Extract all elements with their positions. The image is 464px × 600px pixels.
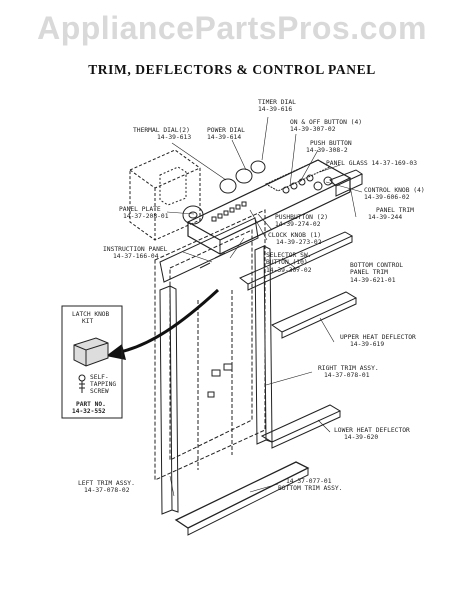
panel-glass-strip xyxy=(264,159,332,192)
label-selector-sw-button: SELECTOR SW. BUTTON (10) 14-39-307-02 xyxy=(266,252,312,274)
thermal-dial-2 xyxy=(235,168,253,184)
page-title: TRIM, DEFLECTORS & CONTROL PANEL xyxy=(88,62,376,77)
label-right-trim: RIGHT TRIM ASSY. 14-37-078-01 xyxy=(318,365,379,380)
inset-screw-label: SELF- TAPPING SCREW xyxy=(90,374,117,396)
watermark: AppliancePartsPros.com xyxy=(37,10,427,46)
timer-dial xyxy=(182,205,204,225)
label-timer-dial: TIMER DIAL 14-39-616 xyxy=(258,99,296,114)
left-trim xyxy=(159,285,173,515)
label-push-button: PUSH BUTTON 14-39-308-2 xyxy=(306,140,352,155)
upper-heat-deflector xyxy=(270,291,358,333)
inset-title: LATCH KNOB KIT xyxy=(72,311,110,326)
leader-lines xyxy=(166,116,363,497)
thermal-dial-1 xyxy=(219,178,237,194)
label-panel-glass: PANEL GLASS 14-37-169-03 xyxy=(326,160,417,167)
label-left-trim: LEFT TRIM ASSY. 14-37-078-02 xyxy=(78,480,135,495)
right-trim xyxy=(254,245,267,445)
label-bottom-control-panel-trim: BOTTOM CONTROL PANEL TRIM 14-39-621-01 xyxy=(350,262,404,284)
label-on-off-button: ON & OFF BUTTON (4) 14-39-307-02 xyxy=(290,119,363,134)
label-panel-plate: PANEL PLATE 14-37-208-01 xyxy=(119,206,169,221)
label-panel-trim: PANEL TRIM 14-39-244 xyxy=(368,207,414,222)
instruction-panel xyxy=(159,217,259,283)
bottom-trim xyxy=(174,461,310,529)
power-dial xyxy=(250,160,266,174)
latch-knob-arrow xyxy=(119,288,220,354)
panel-trim xyxy=(329,169,364,187)
front-frame xyxy=(154,209,266,481)
housing-box xyxy=(129,149,201,241)
label-bottom-trim: 14-37-077-01 BOTTOM TRIM ASSY. xyxy=(278,478,343,493)
label-control-knob: CONTROL KNOB (4) 14-39-606-02 xyxy=(364,187,425,202)
label-pushbutton-2: PUSHBUTTON (2) 14-39-274-02 xyxy=(275,214,329,229)
lower-heat-deflector xyxy=(260,404,342,443)
button-row xyxy=(211,174,333,222)
inset-part-number: PART NO. 14-32-552 xyxy=(72,401,106,416)
label-power-dial: POWER DIAL 14-39-614 xyxy=(207,127,245,142)
label-lower-heat-deflector: LOWER HEAT DEFLECTOR 14-39-620 xyxy=(334,427,410,442)
label-upper-heat-deflector: UPPER HEAT DEFLECTOR 14-39-619 xyxy=(340,334,416,349)
latch-knob-inset xyxy=(61,305,123,419)
label-thermal-dial: THERMAL DIAL(2) 14-39-613 xyxy=(133,127,192,142)
label-instruction-panel: INSTRUCTION PANEL 14-37-166-04 xyxy=(103,246,168,261)
label-clock-knob: CLOCK KNOB (1) 14-39-273-02 xyxy=(268,232,322,247)
